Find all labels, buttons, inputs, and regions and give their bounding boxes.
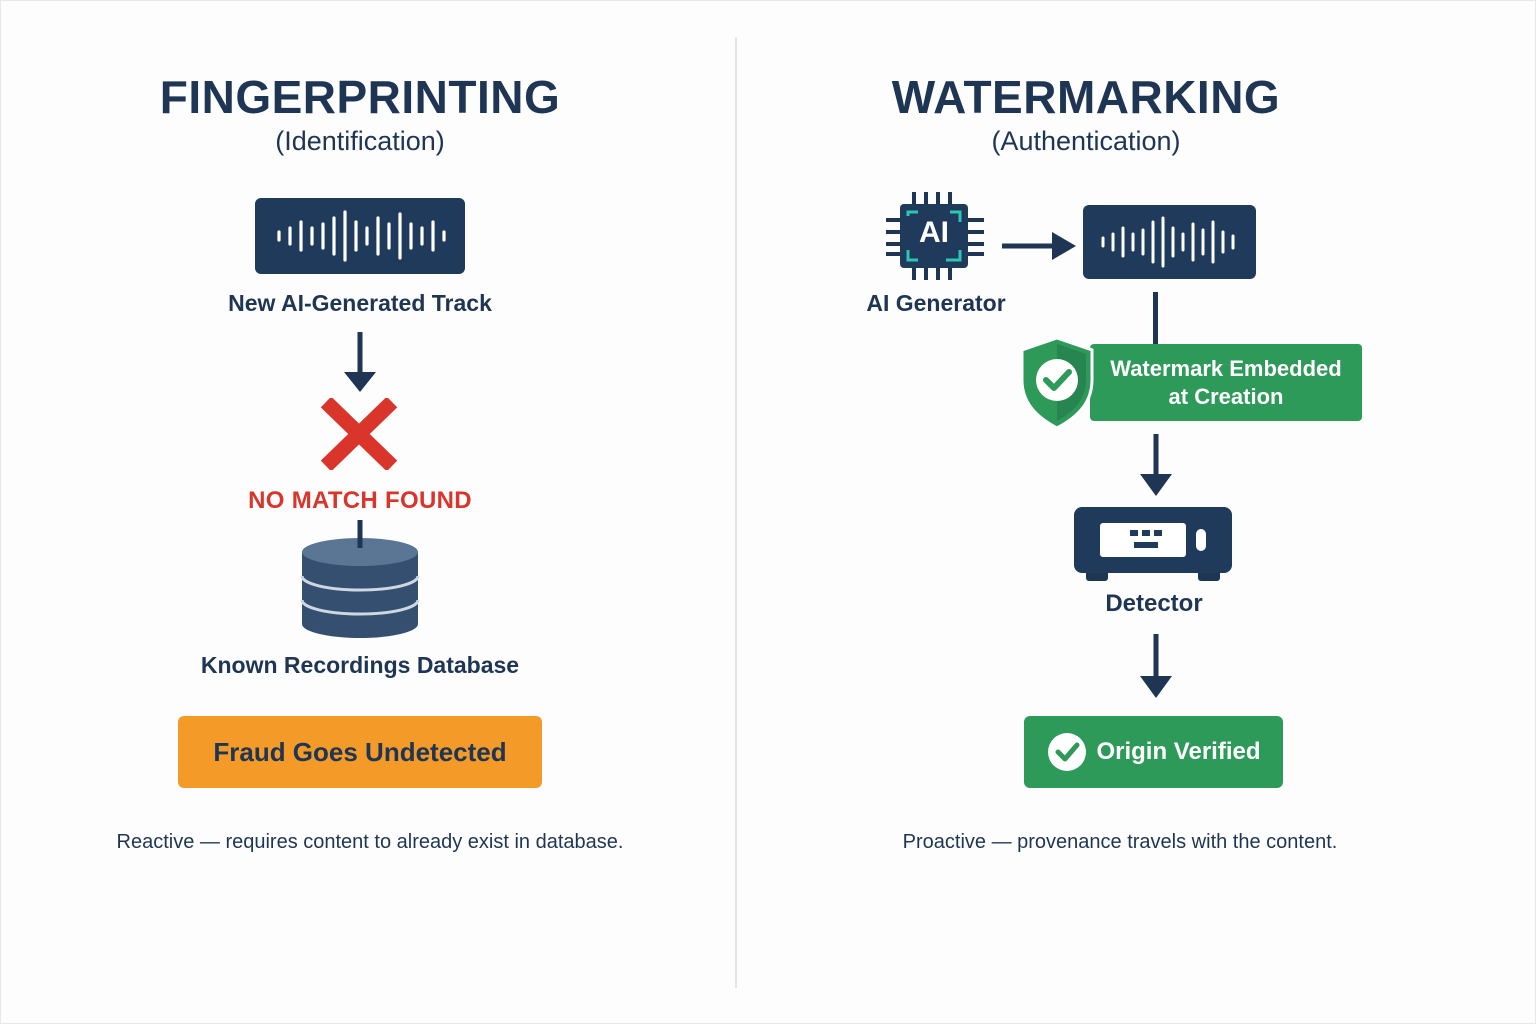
panel-divider: [735, 38, 737, 988]
origin-verified-box: Origin Verified: [1024, 716, 1283, 788]
fingerprinting-subtitle: (Identification): [275, 126, 445, 156]
origin-verified-label: Origin Verified: [1096, 738, 1261, 765]
watermarked-waveform-box: [1083, 205, 1256, 279]
connector-line: [1153, 292, 1158, 344]
fraud-undetected-label: Fraud Goes Undetected: [213, 736, 507, 767]
arrow-down-icon: [344, 332, 376, 392]
arrow-down-icon: [1140, 434, 1172, 496]
shield-check-icon: [1020, 336, 1094, 430]
watermarking-title: WATERMARKING: [891, 71, 1281, 123]
database-icon: [300, 520, 420, 638]
arrow-down-icon: [1140, 634, 1172, 698]
watermark-line-2: at Creation: [1168, 383, 1284, 409]
database-label: Known Recordings Database: [200, 652, 520, 678]
check-circle-icon: [1048, 733, 1087, 771]
chip-label: AI: [919, 216, 949, 249]
watermark-embedded-banner: Watermark Embedded at Creation: [1090, 344, 1362, 421]
detector-icon: [1074, 507, 1232, 581]
fraud-undetected-box: Fraud Goes Undetected: [178, 716, 542, 788]
watermarking-note: Proactive — provenance travels with the …: [902, 831, 1338, 853]
detector-label: Detector: [1105, 590, 1203, 617]
ai-generator-label: AI Generator: [866, 290, 1006, 316]
track-waveform-box: [255, 198, 465, 274]
waveform-icon: [1101, 216, 1235, 268]
x-icon: [320, 398, 398, 470]
no-match-text: NO MATCH FOUND: [248, 487, 472, 514]
waveform-icon: [277, 210, 446, 262]
watermark-line-1: Watermark Embedded: [1110, 355, 1342, 381]
track-label: New AI-Generated Track: [228, 290, 492, 316]
fingerprinting-note: Reactive — requires content to already e…: [116, 831, 624, 853]
chip-icon: AI: [884, 190, 988, 282]
watermarking-subtitle: (Authentication): [991, 126, 1181, 156]
arrow-right-icon: [1002, 232, 1076, 260]
fingerprinting-title: FINGERPRINTING: [159, 71, 561, 123]
